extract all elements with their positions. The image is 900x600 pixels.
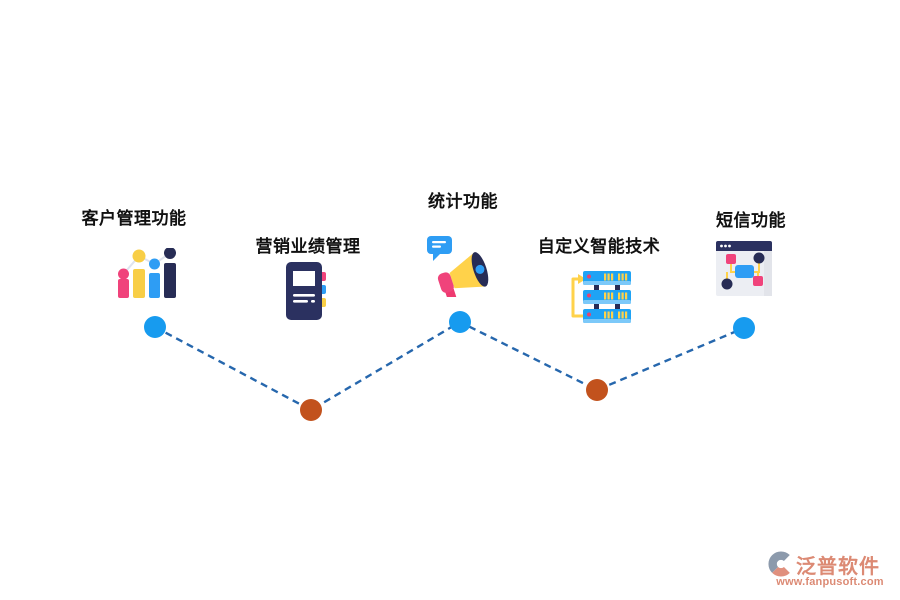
flowchart-window-icon [715, 240, 773, 297]
feature-label-statistics: 统计功能 [428, 192, 498, 211]
notebook-icon [282, 261, 330, 321]
feature-label-marketing-performance: 营销业绩管理 [255, 237, 361, 256]
bar-chart-icon [116, 247, 178, 298]
timeline-node-dot [586, 379, 608, 401]
feature-label-custom-intelligence: 自定义智能技术 [537, 237, 661, 256]
fanpu-logo-icon [768, 551, 794, 577]
timeline-node-dot [449, 311, 471, 333]
watermark-brand: 泛普软件 [796, 555, 880, 578]
watermark: 泛普软件 www.fanpusoft.com [768, 551, 892, 588]
server-stack-icon [567, 269, 633, 325]
watermark-url: www.fanpusoft.com [776, 576, 884, 588]
feature-label-sms: 短信功能 [716, 211, 786, 230]
timeline-node-dot [733, 317, 755, 339]
timeline-node-dot [144, 316, 166, 338]
timeline-node-dot [300, 399, 322, 421]
feature-label-customer-management: 客户管理功能 [81, 209, 187, 228]
timeline-dashed-line [154, 320, 745, 412]
megaphone-icon [426, 233, 498, 302]
